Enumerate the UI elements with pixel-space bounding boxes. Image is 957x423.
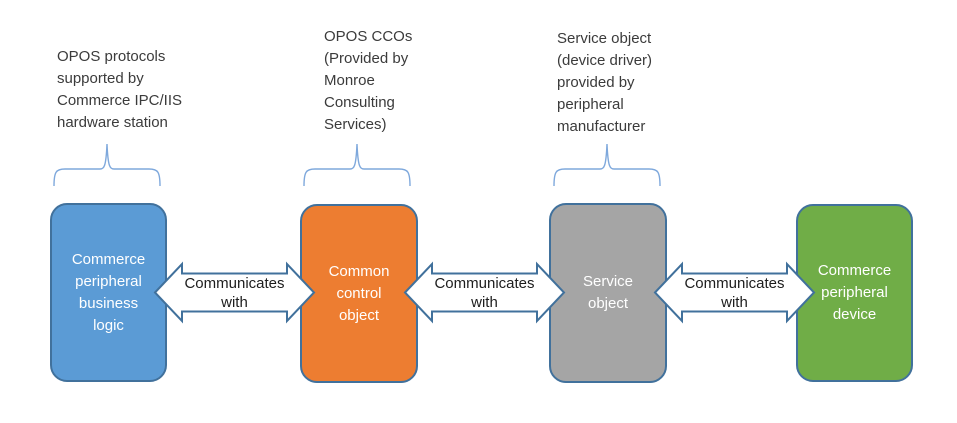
connector-label: Communicates with <box>184 274 285 311</box>
double-arrow-icon <box>153 261 316 324</box>
node-commerce-peripheral-business-logic: Commerce peripheral business logic <box>50 203 167 382</box>
curly-brace-icon <box>303 143 411 187</box>
annotation-hardware-station: OPOS protocols supported by Commerce IPC… <box>57 48 183 131</box>
connector-logic-to-cco: Communicates with <box>153 261 316 324</box>
connector-cco-to-service-object: Communicates with <box>403 261 566 324</box>
connector-service-object-to-device: Communicates with <box>653 261 816 324</box>
annotation-service-object: Service object (device driver) provided … <box>557 30 653 135</box>
node-service-object: Service object <box>549 203 667 383</box>
curly-brace-icon <box>553 143 661 187</box>
double-arrow-icon <box>403 261 566 324</box>
connector-label: Communicates with <box>434 274 535 311</box>
connector-label: Communicates with <box>684 274 785 311</box>
node-commerce-peripheral-device: Commerce peripheral device <box>796 204 913 382</box>
curly-brace-icon <box>53 143 161 187</box>
double-arrow-icon <box>653 261 816 324</box>
annotation-opos-ccos: OPOS CCOs (Provided by Monroe Consulting… <box>324 28 413 133</box>
node-common-control-object: Common control object <box>300 204 418 383</box>
